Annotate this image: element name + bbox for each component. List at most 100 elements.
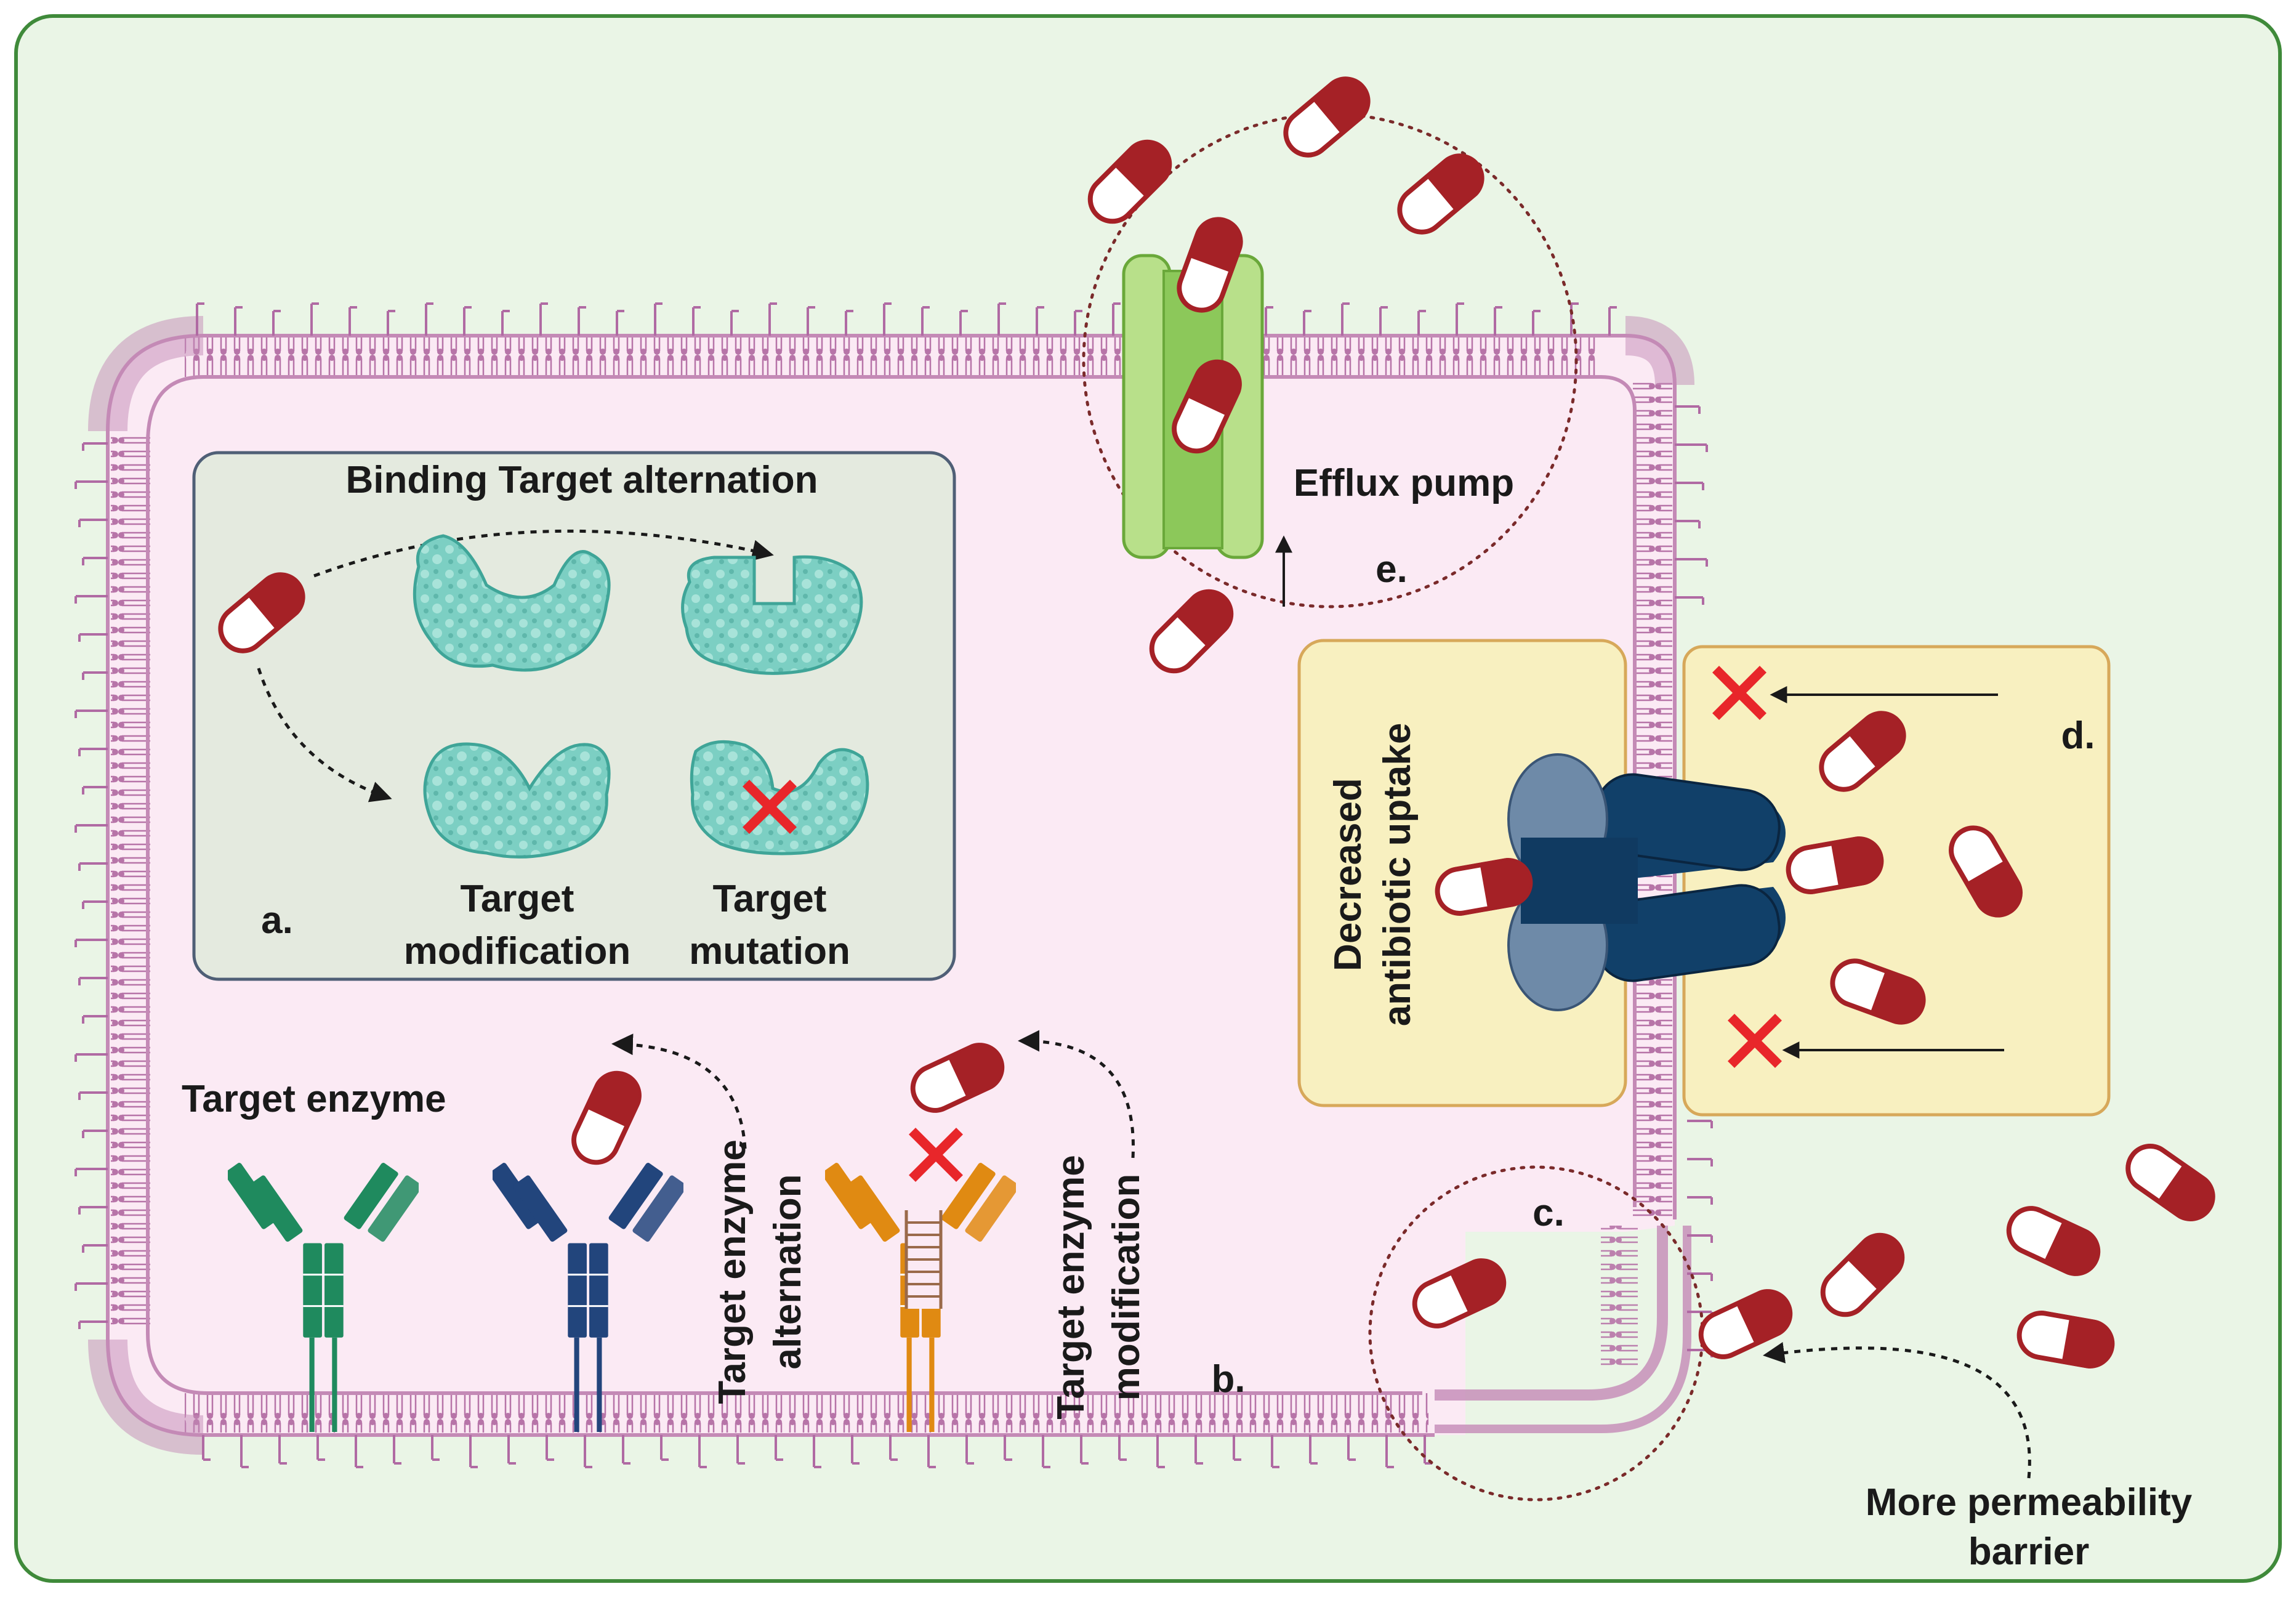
arrow-barrier [1763, 1341, 2031, 1479]
target-protein-altered [681, 555, 863, 675]
lps-chain [927, 1435, 936, 1468]
panel-a-binding-target: Binding Target alternation Target modifi… [192, 451, 956, 981]
lps-chain [1156, 1435, 1165, 1468]
lps-chain [1118, 1435, 1127, 1461]
lps-chain [78, 633, 108, 642]
panel-c-permeability: c. More permeability barrier [1368, 1138, 2221, 1573]
target-mutation-line1: Target [713, 878, 827, 920]
lps-chain [1080, 1435, 1089, 1465]
lps-chain [965, 1435, 974, 1465]
lps-chain [622, 1435, 630, 1465]
panel-b-label: b. [1211, 1358, 1245, 1401]
panel-d-decreased-uptake: Decreased antibiotic uptake d. [1297, 639, 2111, 1117]
lps-chain [546, 1435, 554, 1461]
lps-chain [348, 306, 357, 336]
lps-chain [1608, 306, 1617, 336]
target-enzyme-alternation-line2: alternation [767, 1175, 809, 1370]
lps-chain [883, 302, 892, 336]
lps-chain [272, 310, 281, 336]
lps-chain [813, 1435, 821, 1468]
panel-d-label: d. [2061, 714, 2095, 757]
lps-chain [75, 1282, 108, 1291]
permeability-line2: barrier [1968, 1530, 2089, 1573]
efflux-pump [1122, 254, 1264, 559]
lps-chain [1570, 302, 1579, 336]
lps-chain [393, 1435, 401, 1465]
lps-chain [1687, 1158, 1713, 1166]
lps-chain [82, 671, 108, 680]
lps-chain [75, 710, 108, 718]
lps-chain [1687, 1272, 1713, 1281]
arrow-deflected [1018, 1030, 1135, 1158]
lps-chain [654, 302, 663, 336]
lps-chain [1194, 1435, 1203, 1465]
lps-chain [202, 1435, 211, 1461]
lps-chain [1309, 1435, 1318, 1465]
lps-chain [584, 1435, 592, 1468]
panel-b-target-enzymes: Target enzyme Target enzyme alternation … [182, 1030, 1246, 1432]
panel-c-label: c. [1533, 1192, 1565, 1234]
lps-chain [234, 306, 243, 336]
lps-chain [78, 1320, 108, 1329]
lps-chain [1675, 482, 1704, 490]
arrow-to-modified-target [257, 668, 392, 803]
lps-chain [1271, 1435, 1279, 1468]
lps-chain [1265, 306, 1273, 336]
lps-chain [82, 442, 108, 451]
target-modification-line2: modification [404, 930, 631, 972]
target-protein-native [413, 534, 611, 672]
lps-chain [1303, 310, 1311, 336]
lps-chain [768, 302, 777, 336]
lps-chain [1417, 310, 1426, 336]
lps-chain [196, 302, 204, 336]
lps-chain [387, 310, 395, 336]
panel-e-label: e. [1376, 548, 1408, 591]
lps-chain [1687, 1120, 1713, 1128]
lps-chain [807, 306, 815, 336]
lps-chain [698, 1435, 707, 1468]
lps-chain [75, 939, 108, 947]
efflux-pump-label: Efflux pump [1294, 462, 1514, 504]
lps-chain [1379, 306, 1388, 336]
lps-chain [1675, 405, 1701, 414]
lps-chain [82, 1130, 108, 1138]
ladder-linker [904, 1210, 943, 1309]
lps-chain [469, 1435, 478, 1468]
decreased-uptake-line2: antibiotic uptake [1376, 723, 1419, 1027]
lps-chain [240, 1435, 249, 1468]
target-enzyme-modification-line1: Target enzyme [1050, 1155, 1092, 1420]
lps-chain [75, 1168, 108, 1176]
target-modification-line1: Target [461, 878, 574, 920]
lps-chain [1675, 520, 1701, 528]
lps-chain [1036, 306, 1044, 336]
lps-chain [355, 1435, 363, 1468]
lps-chain [75, 595, 108, 604]
lps-chain [310, 302, 319, 336]
lps-chain [997, 302, 1006, 336]
lps-chain [82, 786, 108, 794]
lps-chain [75, 1053, 108, 1062]
lps-chain [431, 1435, 440, 1461]
lps-chain [1687, 1234, 1713, 1243]
lps-chain [1004, 1435, 1012, 1461]
lps-chain [959, 310, 968, 336]
lps-chain [775, 1435, 783, 1461]
lps-chain [78, 862, 108, 871]
arrow-to-mutation-site [313, 529, 774, 578]
lps-chain [616, 310, 624, 336]
lps-chain [845, 310, 853, 336]
target-enzyme-modification-line2: modification [1105, 1174, 1148, 1401]
permeability-line1: More permeability [1866, 1481, 2193, 1524]
decreased-uptake-line1: Decreased [1327, 778, 1369, 971]
lps-chain [82, 1244, 108, 1253]
panel-a-label: a. [261, 899, 293, 942]
target-protein-modified [423, 742, 611, 859]
target-enzyme-alternation-line1: Target enzyme [711, 1139, 754, 1404]
lps-chain [921, 306, 930, 336]
lps-chain [78, 519, 108, 527]
lps-chain [278, 1435, 287, 1465]
arrow-released [611, 1033, 747, 1149]
lps-chain [730, 310, 739, 336]
lps-chain [463, 306, 472, 336]
